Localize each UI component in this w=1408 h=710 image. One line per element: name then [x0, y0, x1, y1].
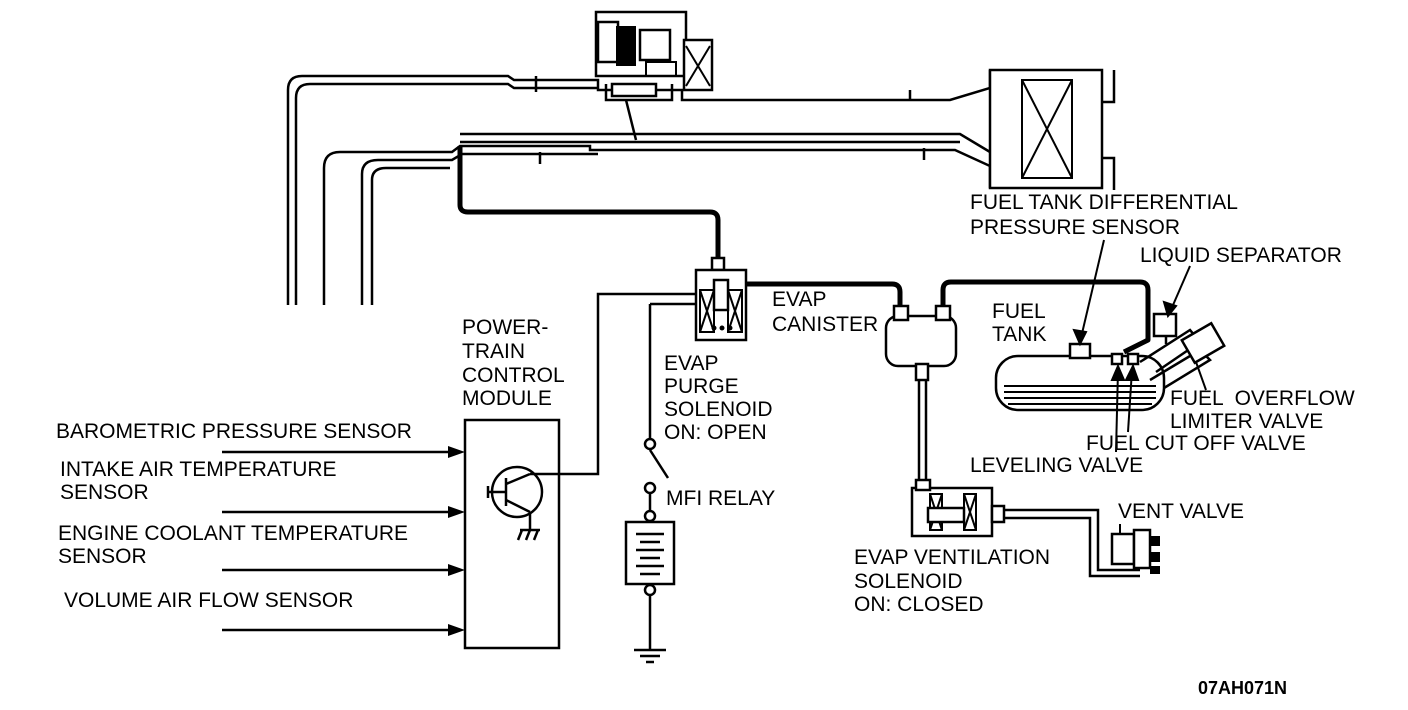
intake-manifold — [286, 68, 1116, 305]
throttle-body — [594, 10, 714, 141]
pcm-label-line3: CONTROL — [462, 364, 565, 387]
canister-to-vent-hose — [917, 380, 928, 480]
vent-valve — [1110, 524, 1160, 574]
leveling-valve-label: LEVELING VALVE — [970, 454, 1143, 477]
barometric-sensor-label: BAROMETRIC PRESSURE SENSOR — [56, 420, 412, 443]
purge-hose — [457, 146, 726, 272]
liquid-separator-label: LIQUID SEPARATOR — [1140, 244, 1342, 267]
evap-purge-solenoid — [694, 268, 748, 342]
purge-solenoid-label-line1: EVAP — [664, 352, 718, 375]
fuel-tank-diff-sensor-label-line2: PRESSURE SENSOR — [970, 216, 1180, 239]
fuel-tank-leaders — [1072, 239, 1207, 453]
powertrain-control-module — [463, 418, 561, 650]
ventilation-solenoid-label-line1: EVAP VENTILATION — [854, 546, 1050, 569]
vent-valve-label: VENT VALVE — [1118, 500, 1244, 523]
evap-canister-label-line1: EVAP — [772, 288, 826, 311]
intake-air-temp-label-line1: INTAKE AIR TEMPERATURE — [60, 458, 337, 481]
fuel-overflow-limiter-label-line1: FUEL OVERFLOW — [1170, 387, 1355, 410]
pcm-label-line1: POWER- — [462, 316, 548, 339]
fuel-cut-off-valve-label: FUEL CUT OFF VALVE — [1086, 432, 1306, 455]
engine-coolant-temp-label-line1: ENGINE COOLANT TEMPERATURE — [58, 522, 408, 545]
pcm-to-purge-wire — [530, 292, 696, 476]
pcm-label-line4: MODULE — [462, 387, 552, 410]
purge-to-canister-hose — [746, 281, 903, 318]
ventilation-solenoid-label-line2: SOLENOID — [854, 570, 963, 593]
canister-to-tank-hose — [940, 279, 1151, 355]
fuel-tank-label-line1: FUEL — [992, 300, 1046, 323]
mfi-relay-label: MFI RELAY — [666, 487, 775, 510]
fuel-tank-diff-sensor-label-line1: FUEL TANK DIFFERENTIAL — [970, 191, 1238, 214]
ventilation-solenoid-label-line3: ON: CLOSED — [854, 593, 984, 616]
sensor-input-arrows — [222, 446, 465, 636]
fuel-tank — [994, 312, 1226, 412]
figure-code: 07AH071N — [1198, 678, 1287, 698]
intake-air-temp-label-line2: SENSOR — [60, 481, 149, 504]
evap-canister-label-line2: CANISTER — [772, 313, 878, 336]
evap-ventilation-solenoid — [910, 478, 1006, 538]
engine-coolant-temp-label-line2: SENSOR — [58, 545, 147, 568]
pcm-label-line2: TRAIN — [462, 340, 525, 363]
purge-relay-circuit — [624, 302, 696, 664]
evap-canister — [884, 304, 958, 382]
fuel-tank-label-line2: TANK — [992, 323, 1046, 346]
vent-hose — [1004, 508, 1140, 578]
volume-air-flow-label: VOLUME AIR FLOW SENSOR — [64, 589, 353, 612]
purge-solenoid-label-line3: SOLENOID — [664, 398, 773, 421]
purge-solenoid-label-line4: ON: OPEN — [664, 421, 767, 444]
fuel-overflow-limiter-label-line2: LIMITER VALVE — [1170, 410, 1323, 433]
purge-solenoid-label-line2: PURGE — [664, 375, 739, 398]
